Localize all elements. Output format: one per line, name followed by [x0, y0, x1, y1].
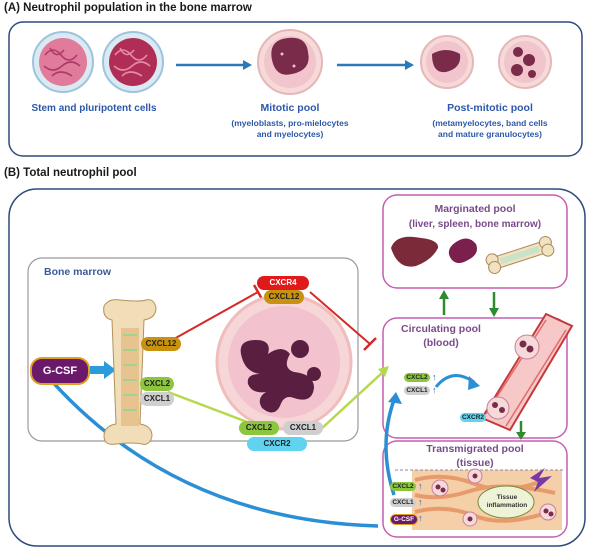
mitotic-pool-title: Mitotic pool — [260, 102, 320, 114]
bone-marrow-bone-icon — [103, 299, 157, 445]
cxcr4-badge: CXCR4 — [257, 276, 309, 290]
panel-a-title: (A) Neutrophil population in the bone ma… — [4, 2, 252, 14]
postmitotic-pool-title: Post-mitotic pool — [447, 102, 533, 114]
postmitotic-pool-sub1: (metamyelocytes, band cells — [432, 118, 548, 128]
metamyelocyte-cell — [420, 35, 474, 89]
bone-marrow-label: Bone marrow — [44, 266, 112, 278]
cxcl12-top-badge: CXCL12 — [264, 290, 304, 304]
mitotic-cell — [257, 29, 323, 95]
postmitotic-pool-sub2: and mature granulocytes) — [438, 129, 542, 139]
tissue-inflammation-label: Tissue inflammation — [486, 494, 528, 509]
mitotic-pool-sub1: (myeloblasts, pro-mielocytes — [231, 118, 349, 128]
liver-icon — [391, 236, 439, 267]
gcsf-to-bone-arrow — [90, 361, 116, 379]
stem-cell-1 — [32, 31, 94, 93]
tis-cxcl1-badge: CXCL1 — [390, 498, 416, 507]
up-arrow-icon: ↑ — [418, 481, 423, 491]
cxcl1-bottom-badge: CXCL1 — [283, 421, 323, 435]
tis-gcsf-badge: G-CSF — [390, 514, 418, 525]
mature-granulocyte-cell — [498, 35, 552, 89]
marginated-pool-title: Marginated pool — [434, 203, 516, 215]
transmigrated-pool-sub: (tissue) — [456, 457, 494, 469]
up-arrow-icon: ↑ — [432, 372, 437, 382]
mitotic-pool-sub2: and myelocytes) — [256, 129, 324, 139]
circulating-pool-sub: (blood) — [423, 337, 459, 349]
tissue-inflammation-bubble — [477, 485, 535, 519]
blood-neutrophil-1 — [514, 334, 540, 360]
cxcl1-left-badge: CXCL1 — [140, 392, 174, 406]
marginated-pool-sub: (liver, spleen, bone marrow) — [408, 219, 542, 230]
cxcl12-left-badge: CXCL12 — [141, 337, 181, 351]
up-arrow-icon: ↑ — [418, 497, 423, 507]
lightning-icon — [530, 468, 552, 492]
up-arrow-icon: ↑ — [432, 385, 437, 395]
transmigrated-pool-title: Transmigrated pool — [426, 443, 524, 455]
circulating-pool-title: Circulating pool — [401, 323, 481, 335]
stem-cell-2 — [102, 31, 164, 93]
spleen-icon — [448, 238, 477, 263]
bone-icon — [485, 236, 555, 274]
tis-cxcl2-badge: CXCL2 — [390, 482, 416, 491]
circ-cxcl2-badge: CXCL2 — [404, 373, 430, 382]
cxcr2-bottom-badge: CXCR2 — [247, 437, 307, 451]
marginated-pool-box — [382, 194, 568, 289]
panel-b-title: (B) Total neutrophil pool — [4, 167, 137, 179]
gcsf-badge: G-CSF — [30, 357, 90, 385]
circ-cxcr2-badge: CXCR2 — [460, 413, 486, 422]
cxcl2-bottom-badge: CXCL2 — [239, 421, 279, 435]
circ-cxcl1-badge: CXCL1 — [404, 386, 430, 395]
stem-cells-label: Stem and pluripotent cells — [31, 103, 157, 114]
blood-neutrophil-2 — [486, 396, 510, 420]
big-neutrophil-cell — [215, 293, 353, 431]
up-arrow-icon: ↑ — [418, 513, 423, 523]
cxcl2-left-badge: CXCL2 — [140, 377, 174, 391]
